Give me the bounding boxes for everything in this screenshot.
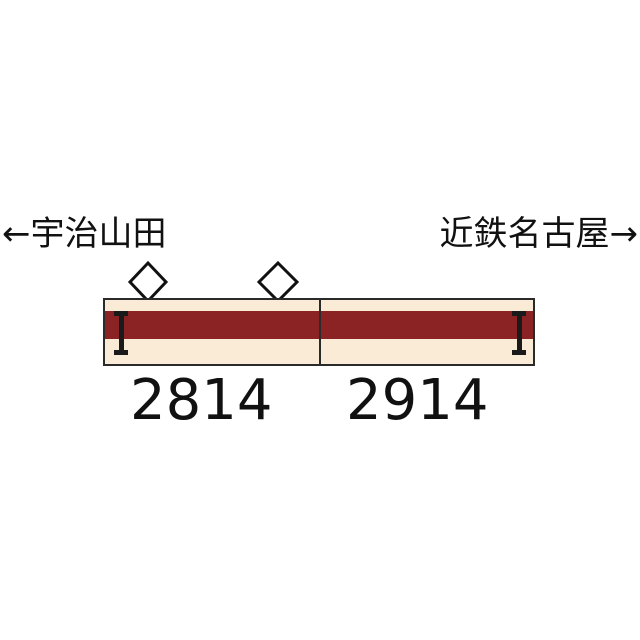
pantograph-icon [256,260,300,304]
car-body-1 [103,298,321,366]
car-number-2914: 2914 [346,368,489,433]
cab-marker-right [512,311,526,355]
direction-right-label: 近鉄名古屋→ [439,214,639,254]
car-body-2 [319,298,535,366]
direction-left-label: ←宇治山田 [2,214,167,254]
pantograph-icon [127,260,169,304]
car-number-2814: 2814 [130,368,273,433]
cab-marker-left [114,311,128,355]
